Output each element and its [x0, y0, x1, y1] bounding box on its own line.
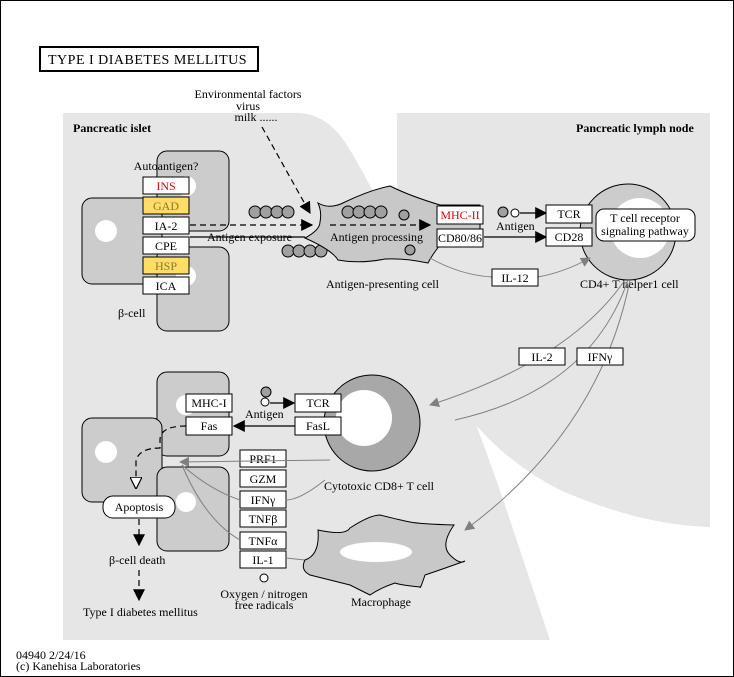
antigen-particles [248, 205, 328, 258]
svg-text:TNFα: TNFα [249, 534, 279, 548]
gene-cpe[interactable]: CPE [142, 236, 190, 255]
env-factors-label: Environmental factors [195, 87, 302, 101]
cd8-to-beta-arrow [179, 456, 331, 467]
svg-text:INS: INS [156, 179, 175, 193]
svg-text:T cell receptor: T cell receptor [610, 211, 680, 225]
beta-cell-death-label: β-cell death [109, 553, 165, 567]
env-arrow [261, 126, 311, 215]
gene-tcr-bottom[interactable]: TCR [294, 393, 342, 413]
gene-tnfa[interactable]: TNFα [239, 531, 287, 550]
beta-cell-shape-left-lower [81, 417, 163, 503]
radical-marker [259, 573, 269, 583]
apc-label: Antigen-presenting cell [326, 277, 440, 291]
il1-macrophage-line [285, 557, 306, 561]
svg-text:GAD: GAD [153, 199, 179, 213]
svg-text:IL-12: IL-12 [501, 271, 528, 285]
gene-fasl[interactable]: FasL [294, 416, 342, 436]
cd8-cell-label: Cytotoxic CD8+ T cell [324, 479, 435, 493]
nucleus [340, 542, 412, 562]
svg-text:PRF1: PRF1 [249, 452, 276, 466]
svg-text:IL-2: IL-2 [531, 350, 552, 364]
svg-text:Apoptosis: Apoptosis [115, 500, 164, 514]
gene-mhc2[interactable]: MHC-II [436, 205, 484, 225]
antigen-label-top: Antigen [496, 219, 535, 233]
region-label-lymph-node: Pancreatic lymph node [576, 121, 694, 135]
gene-ins[interactable]: INS [142, 176, 190, 195]
svg-text:MHC-II: MHC-II [440, 208, 479, 222]
svg-text:FasL: FasL [306, 419, 330, 433]
svg-text:IFNγ: IFNγ [588, 350, 613, 364]
svg-text:Fas: Fas [201, 419, 218, 433]
svg-text:MHC-I: MHC-I [191, 396, 226, 410]
antigen-processing-label: Antigen processing [330, 230, 423, 244]
gene-cd80-86[interactable]: CD80/86 [436, 228, 484, 248]
footer-copyright: (c) Kanehisa Laboratories [16, 659, 141, 673]
gene-prf1[interactable]: PRF1 [239, 449, 287, 468]
gene-il2[interactable]: IL-2 [518, 347, 566, 366]
gene-ica[interactable]: ICA [142, 276, 190, 295]
svg-text:IFNγ: IFNγ [251, 493, 276, 507]
svg-text:CD80/86: CD80/86 [438, 231, 482, 245]
region-label-pancreatic-islet: Pancreatic islet [73, 121, 151, 135]
env-milk-label: milk ...... [234, 110, 277, 124]
ifng-macrophage-arrow [464, 279, 631, 531]
ifng-arrow [454, 279, 629, 421]
page-title: TYPE I DIABETES MELLITUS [48, 53, 247, 68]
gene-tcr-top[interactable]: TCR [545, 204, 593, 224]
svg-text:TCR: TCR [557, 207, 580, 221]
gene-ifng-bottom[interactable]: IFNγ [239, 490, 287, 509]
il12-link-line [429, 257, 493, 278]
ifng-to-beta-line [181, 464, 326, 501]
beta-cell-shape-top-right-lower [156, 371, 230, 457]
gene-il1[interactable]: IL-1 [239, 550, 287, 569]
svg-text:TCR: TCR [306, 396, 329, 410]
svg-text:GZM: GZM [250, 472, 277, 486]
env-virus-label: virus [236, 99, 260, 113]
autoantigen-heading: Autoantigen? [134, 159, 199, 173]
title-box [39, 46, 259, 72]
tcr-signaling-pathway-link[interactable]: T cell receptor signaling pathway [595, 208, 696, 242]
svg-text:signaling pathway: signaling pathway [601, 224, 689, 238]
svg-text:HSP: HSP [155, 259, 177, 273]
antigen-exposure-label: Antigen exposure [207, 230, 292, 244]
svg-text:CD28: CD28 [555, 230, 584, 244]
radicals-label-2: free radicals [235, 598, 294, 612]
svg-text:IA-2: IA-2 [155, 219, 178, 233]
svg-text:CPE: CPE [155, 239, 177, 253]
nucleus [336, 390, 392, 446]
nucleus [176, 492, 196, 512]
nucleus [95, 220, 117, 242]
gene-gzm[interactable]: GZM [239, 469, 287, 488]
svg-text:IL-1: IL-1 [252, 553, 273, 567]
gene-gad[interactable]: GAD [142, 196, 190, 215]
antigen-label-bottom: Antigen [245, 407, 284, 421]
gene-fas[interactable]: Fas [185, 416, 233, 436]
radicals-label-1: Oxygen / nitrogen [220, 587, 307, 601]
antigen-dot [497, 206, 509, 218]
gene-hsp[interactable]: HSP [142, 256, 190, 275]
antigen-dot-open [260, 397, 270, 407]
tnfa-to-beta-line [181, 464, 241, 541]
gene-ia2[interactable]: IA-2 [142, 216, 190, 235]
gene-cd28[interactable]: CD28 [545, 227, 593, 247]
footer-id-date: 04940 2/24/16 [16, 648, 86, 662]
apoptosis-link[interactable]: Apoptosis [102, 495, 176, 519]
gene-tnfb[interactable]: TNFβ [239, 509, 287, 528]
antigen-dot [260, 386, 272, 398]
gene-il12[interactable]: IL-12 [491, 268, 539, 287]
antigen-dot-open [510, 208, 520, 218]
svg-text:ICA: ICA [156, 279, 177, 293]
nucleus [95, 441, 117, 463]
t1dm-label: Type I diabetes mellitus [83, 605, 198, 619]
gene-mhc1[interactable]: MHC-I [185, 393, 233, 413]
gene-ifng-top[interactable]: IFNγ [576, 347, 624, 366]
fas-to-apoptosis-dashed [136, 425, 187, 488]
il12-arrow [537, 257, 591, 278]
processed-antigens [341, 205, 416, 256]
svg-text:TNFβ: TNFβ [249, 512, 278, 526]
macrophage-label: Macrophage [351, 595, 411, 609]
beta-cell-label: β-cell [118, 306, 146, 320]
